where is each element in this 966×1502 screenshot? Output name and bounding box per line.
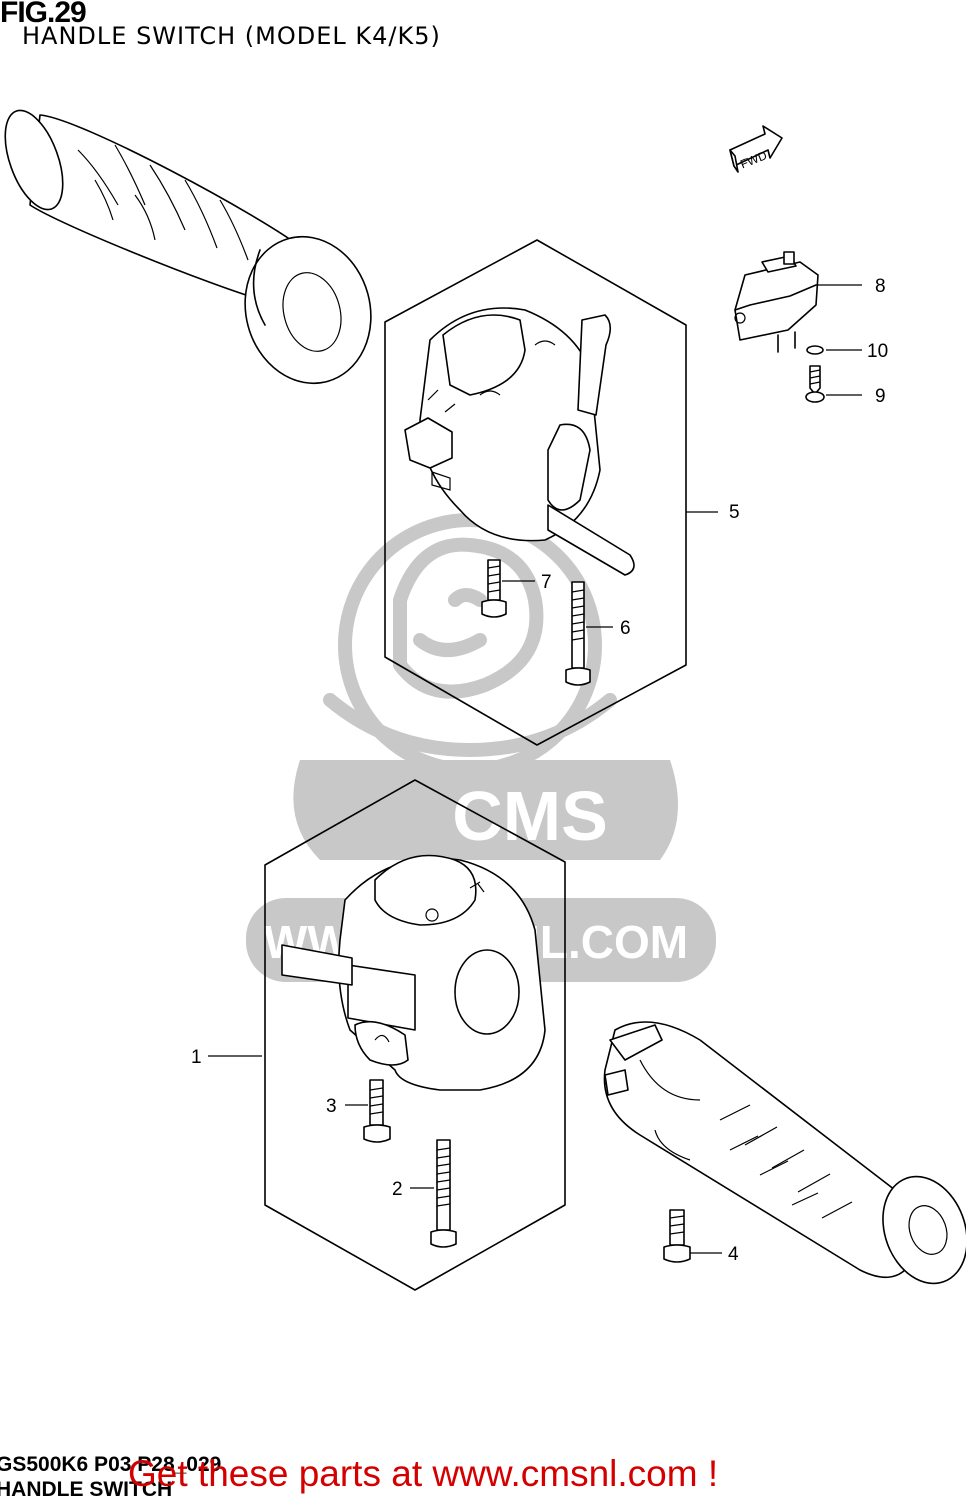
screw-part-2: [430, 1139, 457, 1248]
figure-number: FIG.29: [0, 0, 87, 29]
screw-part-3: [363, 1079, 391, 1143]
right-grip: [603, 1021, 966, 1285]
right-switch-housing-part-5: [404, 307, 635, 576]
callout-7: 7: [541, 572, 552, 593]
figure-title: HANDLE SWITCH (MODEL K4/K5): [22, 22, 441, 50]
screw-part-9: [805, 365, 825, 403]
screw-part-4: [663, 1209, 691, 1263]
screw-part-6: [565, 581, 591, 686]
callout-5: 5: [729, 502, 740, 523]
footer-call-to-action[interactable]: Get these parts at www.cmsnl.com !: [128, 1453, 719, 1494]
relay-switch-part-8: [734, 251, 819, 353]
watermark-logo: CMS: [293, 760, 678, 860]
callout-3: 3: [326, 1096, 337, 1117]
callout-8: 8: [875, 276, 886, 297]
callout-1: 1: [191, 1047, 202, 1068]
callouts: 8 10 9 5 7 6 1 3 2 4: [191, 276, 888, 1265]
assembly-1-frame: [264, 779, 566, 1291]
fwd-direction-badge: FWD: [729, 125, 783, 173]
washer-part-10: [806, 345, 824, 355]
callout-4: 4: [728, 1244, 739, 1265]
callout-6: 6: [620, 618, 631, 639]
callout-2: 2: [392, 1179, 403, 1200]
callout-10: 10: [867, 341, 888, 362]
leader-lines: [208, 284, 862, 1254]
screw-part-7: [481, 559, 507, 618]
callout-9: 9: [875, 386, 886, 407]
left-switch-housing-part-1: [281, 854, 546, 1091]
footer-diagram-name: HANDLE SWITCH: [0, 1478, 173, 1501]
watermark-mascot: [323, 513, 617, 777]
footer-diagram-code: GS500K6 P03 P28_029: [0, 1453, 222, 1476]
left-grip: [4, 109, 372, 385]
assembly-5-frame: [384, 239, 687, 746]
